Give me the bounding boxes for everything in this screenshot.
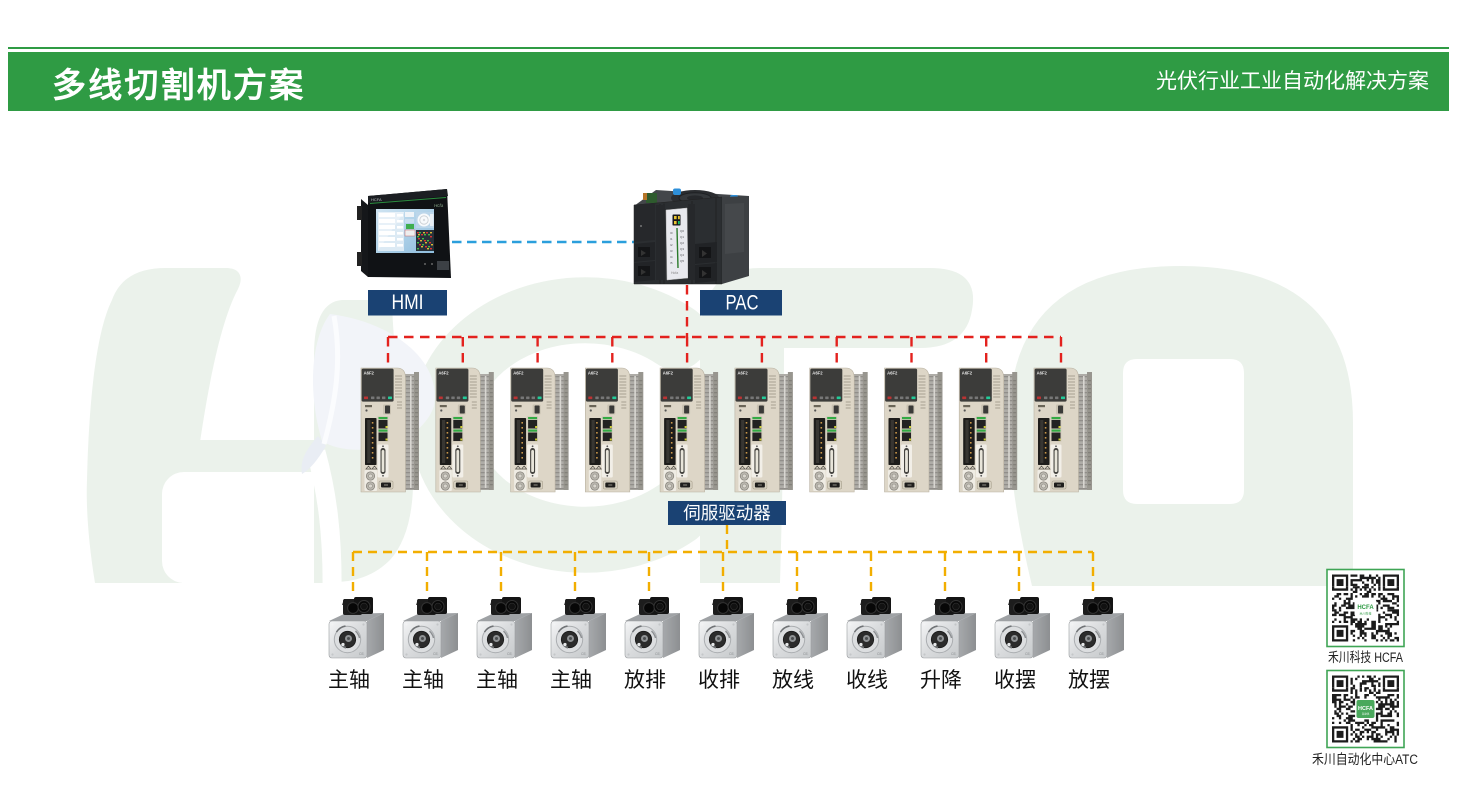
svg-text:Q1: Q1: [680, 235, 684, 239]
svg-text:放摆: 放摆: [1068, 669, 1110, 692]
svg-text:I5: I5: [670, 261, 673, 265]
svg-text:HMI: HMI: [392, 291, 424, 314]
svg-text:Hcfa: Hcfa: [671, 271, 678, 275]
svg-text:伺服驱动器: 伺服驱动器: [683, 503, 771, 523]
svg-text:放线: 放线: [772, 669, 814, 692]
svg-text:PAC: PAC: [726, 292, 759, 315]
svg-text:HCFA: HCFA: [1358, 706, 1373, 712]
svg-text:收线: 收线: [846, 669, 888, 692]
svg-text:主轴: 主轴: [402, 669, 444, 692]
svg-text:收摆: 收摆: [994, 669, 1036, 692]
svg-text:禾川自动化中心ATC: 禾川自动化中心ATC: [1312, 752, 1418, 767]
svg-text:Q2: Q2: [680, 241, 684, 245]
svg-text:Hcfa: Hcfa: [434, 203, 444, 208]
svg-text:I0: I0: [670, 231, 673, 235]
svg-text:HCFA: HCFA: [1357, 605, 1374, 611]
svg-text:主轴: 主轴: [328, 669, 370, 692]
svg-text:Q4: Q4: [680, 253, 684, 257]
svg-text:收排: 收排: [698, 669, 740, 692]
svg-text:禾川科技: 禾川科技: [1359, 611, 1371, 616]
svg-text:自动化: 自动化: [1362, 712, 1370, 716]
svg-text:I4: I4: [670, 255, 673, 259]
svg-text:HCFA: HCFA: [371, 197, 382, 202]
svg-text:Q5: Q5: [680, 259, 684, 263]
svg-text:禾川科技 HCFA: 禾川科技 HCFA: [1328, 650, 1403, 665]
svg-text:I1: I1: [670, 237, 673, 241]
svg-text:放排: 放排: [624, 669, 666, 692]
svg-text:Q0: Q0: [680, 229, 684, 233]
svg-text:升降: 升降: [920, 669, 962, 692]
svg-text:Q3: Q3: [680, 247, 684, 251]
svg-text:I2: I2: [670, 243, 673, 247]
svg-text:主轴: 主轴: [550, 669, 592, 692]
svg-text:主轴: 主轴: [476, 669, 518, 692]
svg-text:I3: I3: [670, 249, 673, 253]
